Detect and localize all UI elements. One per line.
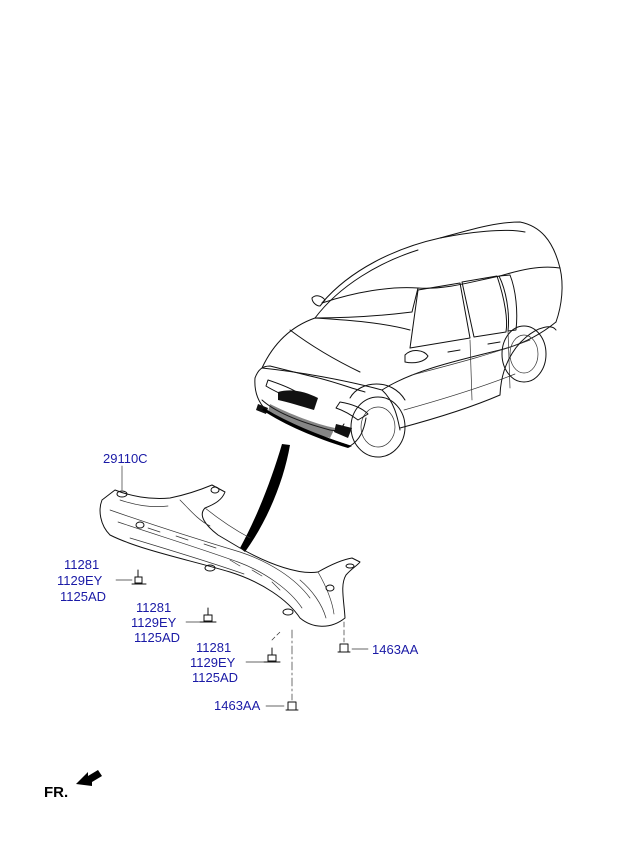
part-label-29110C[interactable]: 29110C — [103, 451, 148, 466]
part-label-1463AA-right[interactable]: 1463AA — [372, 642, 419, 657]
part-label-11281-a[interactable]: 11281 — [64, 557, 100, 572]
part-label-1125AD-b[interactable]: 1125AD — [134, 630, 181, 645]
part-label-1125AD-c[interactable]: 1125AD — [192, 670, 239, 685]
clip-right — [337, 643, 351, 653]
part-label-1463AA-bottom[interactable]: 1463AA — [214, 698, 261, 713]
install-line-mid — [271, 631, 281, 641]
forward-arrow-icon — [76, 770, 102, 786]
bolt-1 — [131, 569, 147, 585]
front-direction-label: FR. — [44, 784, 69, 801]
pointer-leader — [240, 444, 290, 552]
car-illustration — [254, 221, 563, 458]
part-label-1129EY-b[interactable]: 1129EY — [131, 615, 177, 630]
part-label-1125AD-a[interactable]: 1125AD — [60, 589, 107, 604]
clip-bottom — [285, 701, 299, 711]
under-cover-part — [99, 484, 361, 627]
part-label-11281-b[interactable]: 11281 — [136, 600, 172, 615]
bolt-2 — [199, 607, 217, 623]
part-label-1129EY-c[interactable]: 1129EY — [190, 655, 236, 670]
part-label-11281-c[interactable]: 11281 — [196, 640, 232, 655]
part-label-1129EY-a[interactable]: 1129EY — [57, 573, 103, 588]
bolt-3 — [263, 647, 281, 663]
